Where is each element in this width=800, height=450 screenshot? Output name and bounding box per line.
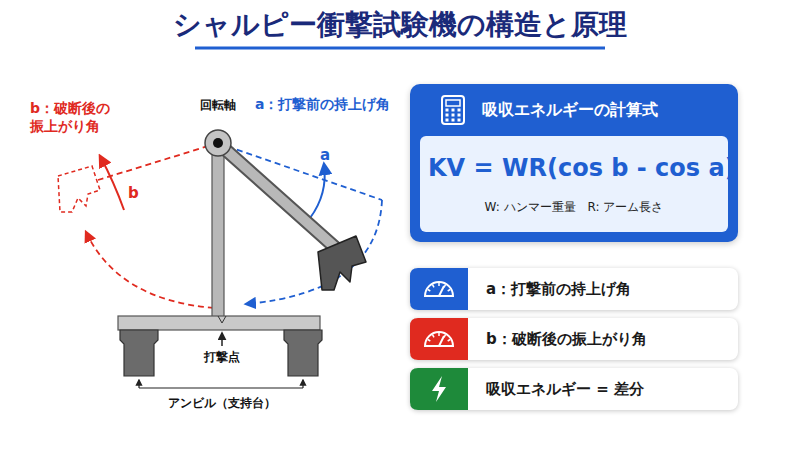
anvil-bracket-left [138, 380, 139, 388]
angle-a-label: a：打撃前の持上げ角 [255, 96, 390, 114]
hammer [318, 236, 366, 290]
ghost-hammer [58, 166, 100, 212]
protractor-tick [433, 335, 435, 338]
legend-row: a：打撃前の持上げ角 [410, 268, 738, 310]
angle-b-arc [100, 156, 124, 210]
formula-panel: 吸収エネルギーの計算式 KV = WR(cos b - cos a) W: ハンマー… [410, 84, 738, 242]
pivot-center [213, 138, 223, 148]
swing-up-line [98, 143, 218, 180]
strike-arrow [221, 333, 223, 346]
calculator-key [452, 119, 455, 122]
formula-variable: R: アーム長さ [588, 199, 664, 216]
legend-text: b：破断後の振上がり角 [468, 324, 657, 355]
calculator-key [452, 114, 455, 117]
protractor-tick [428, 340, 431, 342]
formula-variable: W: ハンマー重量 [485, 199, 576, 216]
swung-arm-outline [218, 143, 338, 250]
legend-row: 吸収エネルギー = 差分 [410, 368, 738, 410]
specimen-notch [218, 316, 226, 323]
pivot-label: 回転軸 [200, 98, 236, 113]
bolt-shape [432, 376, 446, 402]
calculator-key [446, 114, 449, 117]
protractor-tick [449, 295, 452, 297]
bolt-icon [410, 368, 468, 410]
protractor-tick [438, 333, 440, 336]
protractor-tick [426, 295, 429, 297]
protractor-outline [425, 332, 453, 346]
protractor-needle [439, 336, 444, 346]
anvil-left [120, 330, 158, 376]
title-underline [195, 47, 605, 50]
protractor-tick [448, 340, 451, 342]
vertical-arm [212, 143, 224, 318]
icon-tile [410, 318, 468, 360]
calculator-body [442, 96, 464, 124]
calculator-key [458, 119, 461, 122]
swing-down-path [246, 200, 382, 304]
calculator-key [446, 119, 449, 122]
swing-up-path [86, 232, 214, 308]
icon-tile [410, 368, 468, 410]
protractor-needle [439, 286, 444, 296]
angle-a-arc [310, 164, 325, 218]
page-title: シャルピー衝撃試験機の構造と原理 [0, 6, 800, 44]
swung-arm [218, 143, 338, 250]
icon-tile [410, 268, 468, 310]
strike-point-label: 打撃点 [204, 350, 240, 365]
legend-text: 吸収エネルギー = 差分 [468, 374, 654, 405]
panel-header: 吸収エネルギーの計算式 [410, 84, 738, 134]
anvil-bracket-right [302, 380, 303, 388]
calculator-key [458, 114, 461, 117]
specimen-beam [118, 316, 320, 330]
formula: KV = WR(cos b - cos a) [428, 154, 720, 182]
panel-heading: 吸収エネルギーの計算式 [482, 100, 658, 121]
anvil-bracket [139, 387, 303, 388]
calculator-key [458, 109, 461, 112]
anvil-label: アンビル（支持台） [168, 396, 276, 411]
legend-row: b：破断後の振上がり角 [410, 318, 738, 360]
protractor-outline [425, 282, 453, 296]
angle-a-symbol: a [320, 146, 330, 165]
calculator-key [446, 109, 449, 112]
protractor-tick [448, 290, 451, 292]
formula-box: KV = WR(cos b - cos a) W: ハンマー重量 R: アーム長さ [420, 136, 728, 232]
pivot [205, 130, 231, 156]
protractor-tick [438, 283, 440, 286]
legend-text: a：打撃前の持上げ角 [468, 274, 641, 305]
protractor-tick [449, 345, 452, 347]
protractor-tick [433, 285, 435, 288]
protractor-tick [428, 290, 431, 292]
calc-icon [436, 92, 470, 128]
calculator-screen [446, 100, 460, 106]
protractor-icon [410, 318, 468, 360]
calculator-key [452, 109, 455, 112]
angle-b-label: b：破断後の 振上がり角 [30, 100, 116, 135]
angle-b-symbol: b [128, 184, 139, 203]
protractor-icon [410, 268, 468, 310]
anvil-right [284, 330, 322, 376]
protractor-tick [426, 345, 429, 347]
